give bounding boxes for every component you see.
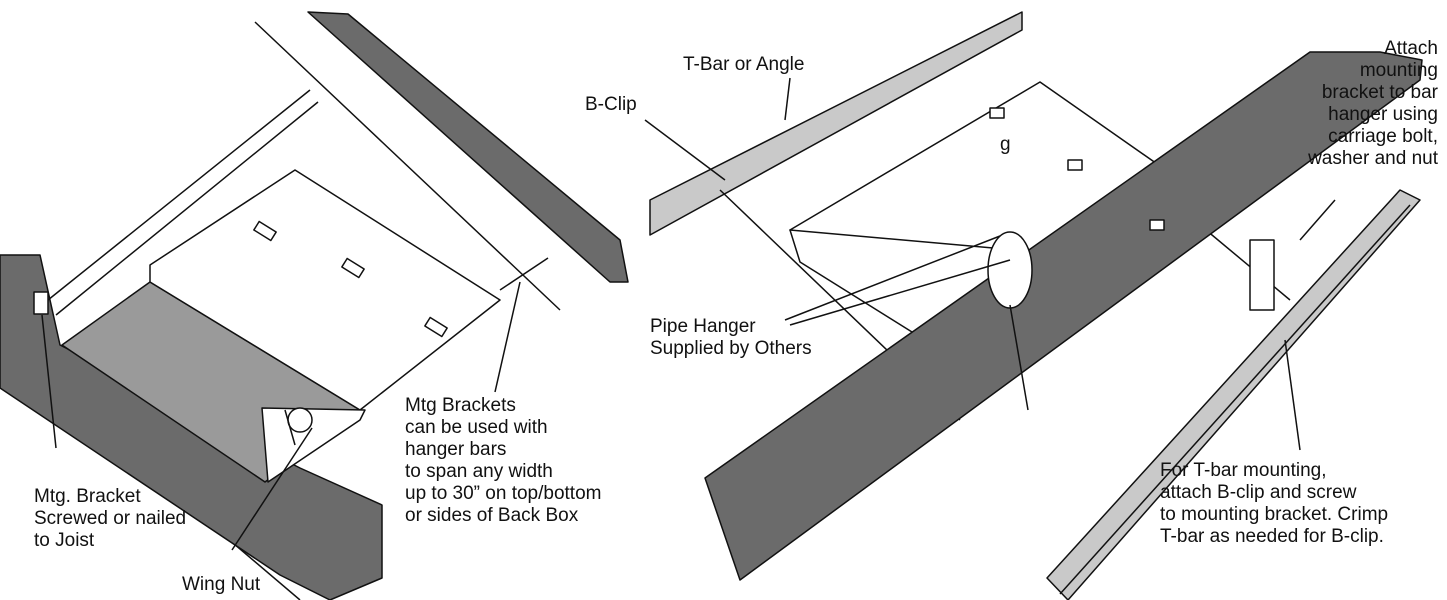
label-line: T-Bar or Angle <box>683 54 805 75</box>
pipe <box>704 51 1423 581</box>
label-mtg-brackets-span: Mtg Brackets can be used with hanger bar… <box>405 395 601 527</box>
mounting-rail-upper <box>47 89 311 301</box>
ceiling-line-top <box>254 21 561 311</box>
wing-nut-handle <box>284 409 296 446</box>
label-line: Supplied by Others <box>650 338 812 359</box>
label-tbar-mounting: For T-bar mounting, attach B-clip and sc… <box>1160 460 1388 548</box>
label-line: T-bar as needed for B-clip. <box>1160 526 1384 547</box>
label-attach-bracket: Attach mounting bracket to bar hanger us… <box>1270 38 1438 170</box>
label-line: Mtg Brackets <box>405 395 516 416</box>
label-line: to span any width <box>405 461 553 482</box>
leader-pipe-hanger-1 <box>784 235 1001 321</box>
label-line: or sides of Back Box <box>405 505 579 526</box>
label-line: Wing Nut <box>182 574 261 595</box>
label-line: to Joist <box>34 530 95 551</box>
mounting-rail-upper-2 <box>55 101 319 316</box>
label-line: bracket to bar <box>1321 82 1438 103</box>
label-line: hanger using <box>1328 104 1438 125</box>
leader-wing-nut <box>231 427 313 551</box>
label-line: Attach <box>1384 38 1438 59</box>
right-tbar-diagram <box>644 11 1423 600</box>
leader-tbar <box>784 77 791 121</box>
label-line: Mtg. Bracket <box>34 486 141 507</box>
joist-bracket <box>33 291 49 315</box>
leader-bclip <box>644 119 726 181</box>
leader-mtg-brackets <box>494 281 521 393</box>
leader-pipe-hanger-2 <box>789 259 1011 326</box>
leader-tbar-mounting <box>1284 339 1301 451</box>
bracket-clip-right <box>1249 239 1275 311</box>
tbar-angle-top <box>649 11 1023 236</box>
label-b-clip: B-Clip <box>585 94 637 116</box>
label-line: to mounting bracket. Crimp <box>1160 504 1389 525</box>
label-wing-nut: Wing Nut <box>182 574 260 596</box>
label-line: mounting <box>1359 60 1438 81</box>
mounting-rail-lower <box>499 257 549 291</box>
back-box-side-face <box>261 407 366 483</box>
label-line: hanger bars <box>405 439 507 460</box>
pipe-hanger-ring <box>987 231 1033 309</box>
box-tab-1 <box>253 220 277 242</box>
leader-attach-bracket <box>1299 199 1336 241</box>
tbar-bottom-edge <box>1059 204 1411 595</box>
leader-mtg-bracket <box>41 314 57 449</box>
box-tab-3 <box>424 316 448 338</box>
left-joist-diagram <box>0 11 629 600</box>
label-line: attach B-clip and screw <box>1160 482 1357 503</box>
label-line: washer and nut <box>1308 148 1438 169</box>
label-line: carriage bolt, <box>1328 126 1438 147</box>
label-line: For T-bar mounting, <box>1160 460 1327 481</box>
label-line: up to 30” on top/bottom <box>405 483 602 504</box>
label-pipe-hanger: Pipe Hanger Supplied by Others <box>650 316 812 360</box>
label-line: Pipe Hanger <box>650 316 756 337</box>
label-line: B-Clip <box>585 94 637 115</box>
joist-top-right <box>307 11 629 283</box>
wing-nut-shape <box>287 407 313 433</box>
label-line: g <box>1000 134 1011 155</box>
box-tab-a <box>989 107 1005 119</box>
box-tab-2 <box>341 257 365 279</box>
label-mtg-bracket-joist: Mtg. Bracket Screwed or nailed to Joist <box>34 486 186 552</box>
back-box-top-face <box>149 169 501 411</box>
threaded-rod <box>1009 304 1029 411</box>
box-tab-c <box>1149 219 1165 231</box>
label-line: Screwed or nailed <box>34 508 187 529</box>
box-tab-b <box>1067 159 1083 171</box>
label-line: can be used with <box>405 417 548 438</box>
label-tbar-or-angle: T-Bar or Angle <box>683 54 804 76</box>
bracket-rail-right <box>1199 224 1291 301</box>
label-g-mark: g <box>1000 134 1011 156</box>
